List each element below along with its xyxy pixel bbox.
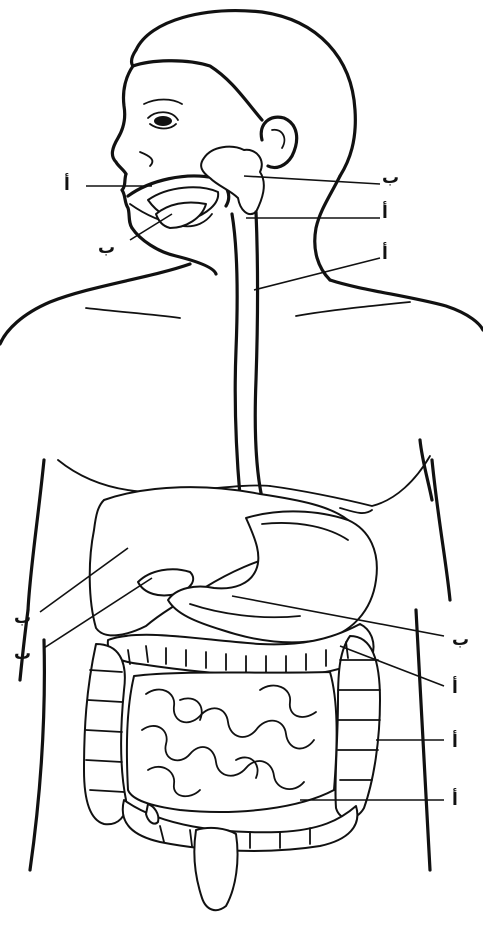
esophagus bbox=[232, 212, 262, 498]
label-gallbladder: ب bbox=[14, 646, 31, 663]
label-small-intestine: أ bbox=[452, 792, 458, 809]
label-colon: أ bbox=[452, 734, 458, 751]
label-esophagus: أ bbox=[382, 246, 388, 263]
label-liver: ب bbox=[14, 610, 31, 627]
rectum bbox=[194, 828, 237, 910]
small-intestine bbox=[127, 672, 337, 812]
label-tongue: ب bbox=[98, 240, 115, 257]
label-pharynx: أ bbox=[382, 205, 388, 222]
label-mouth: أ bbox=[64, 177, 70, 194]
label-stomach: ب bbox=[452, 632, 469, 649]
label-transverse-colon: أ bbox=[452, 680, 458, 697]
label-salivary-gland: ب bbox=[382, 170, 399, 187]
oral-cavity bbox=[128, 176, 229, 228]
